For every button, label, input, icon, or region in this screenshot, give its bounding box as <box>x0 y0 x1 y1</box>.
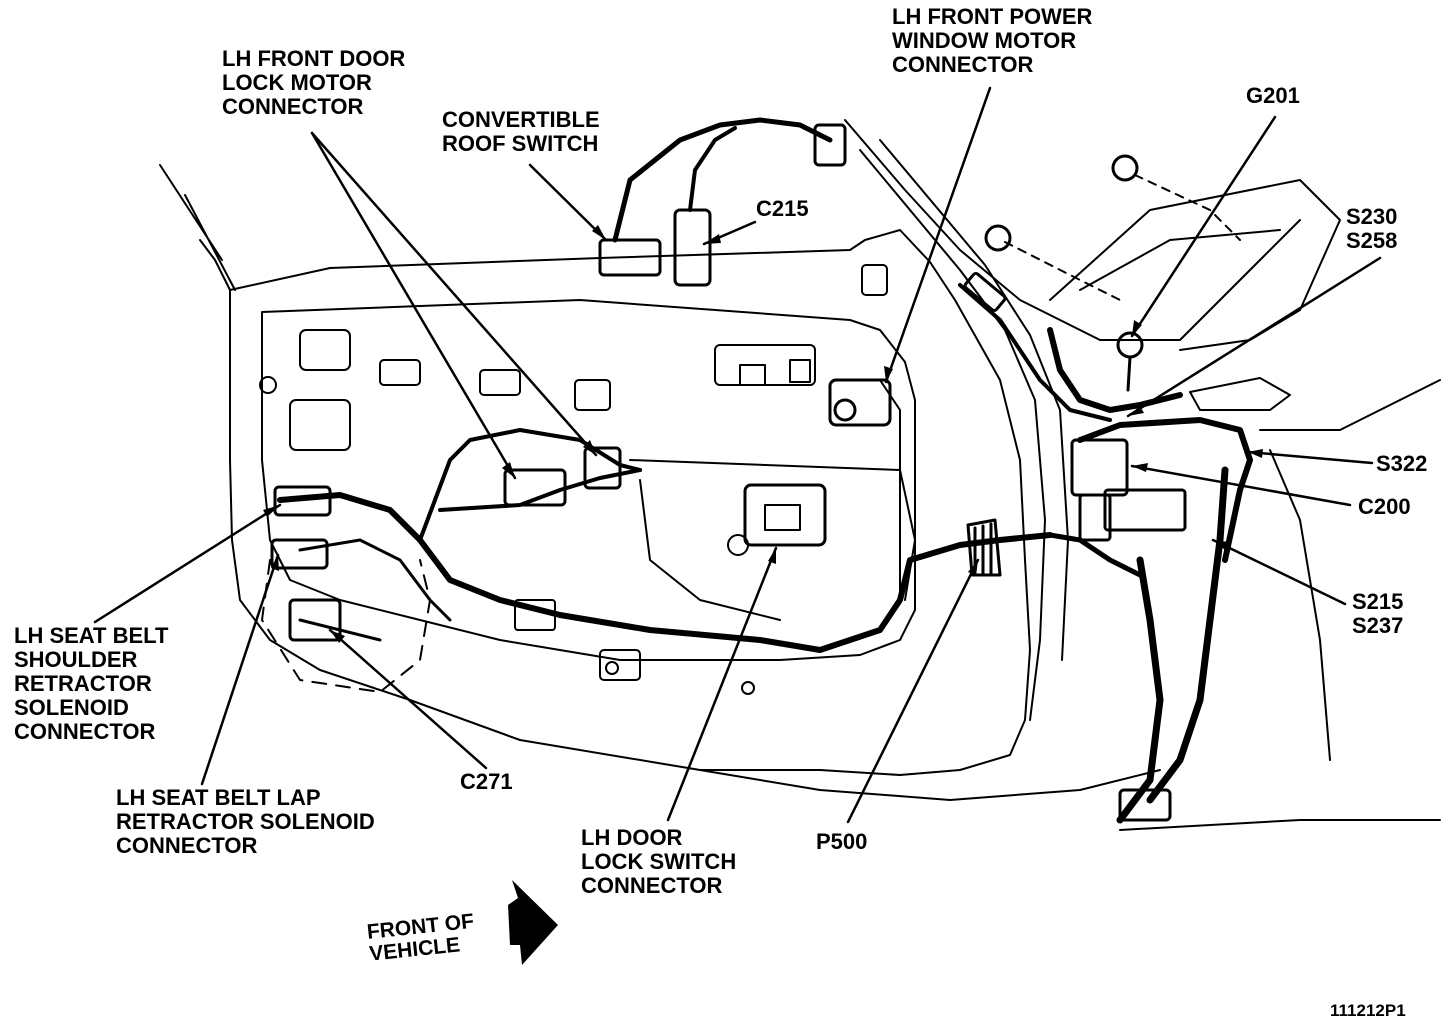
window-channel <box>159 164 236 291</box>
arrowhead <box>271 555 279 571</box>
s322-harness <box>1077 417 1253 563</box>
bolt-dashed-1 <box>1134 174 1241 241</box>
lower-sill <box>699 769 1441 831</box>
pillar-lines-2 <box>879 139 1069 661</box>
leader-shoulder <box>93 503 282 624</box>
arrowhead <box>1128 406 1144 416</box>
leader-c200 <box>1130 464 1352 507</box>
pillar-lines <box>859 149 1046 721</box>
s215-harness <box>1146 466 1229 804</box>
arrowhead <box>1213 540 1229 550</box>
leader-lock-motor-b <box>310 131 598 457</box>
label-s322: S322 <box>1376 451 1428 476</box>
leader-s230 <box>1126 256 1382 418</box>
label-power-window-motor-connector: LH FRONT POWER WINDOW MOTOR CONNECTOR <box>892 4 1093 77</box>
arrowhead <box>583 440 596 455</box>
arrowhead <box>884 366 893 382</box>
arrowhead <box>592 225 606 240</box>
leader-s215 <box>1211 538 1347 606</box>
arrowhead <box>263 505 280 517</box>
label-g201: G201 <box>1246 83 1300 108</box>
bolt-dashed-2 <box>1004 241 1121 301</box>
label-lap-retractor: LH SEAT BELT LAP RETRACTOR SOLENOID CONN… <box>116 785 375 858</box>
g201-bolt <box>1116 331 1144 359</box>
arrowhead <box>1132 320 1142 336</box>
door-frame <box>229 229 1031 776</box>
leader-c271 <box>328 628 488 770</box>
leader-g201 <box>1130 115 1277 338</box>
leader-p500 <box>846 558 980 824</box>
label-c271: C271 <box>460 769 513 794</box>
door-inner-panel <box>261 299 916 661</box>
arrowhead <box>704 234 721 244</box>
vent-outline <box>1189 377 1291 411</box>
arrowhead <box>1248 449 1263 458</box>
lock-motor-plug-a <box>503 468 567 507</box>
roof-switch-body <box>598 238 662 277</box>
label-c200: C200 <box>1358 494 1411 519</box>
dashed-trim <box>261 559 431 693</box>
figure-id: 111212P1 <box>1330 1001 1406 1020</box>
leader-lap <box>200 553 280 786</box>
leader-roof-switch <box>528 163 608 242</box>
label-convertible-roof-switch: CONVERTIBLE ROOF SWITCH <box>442 107 600 156</box>
front-of-vehicle-arrow <box>508 880 558 965</box>
shoulder-retractor-plug <box>273 485 332 517</box>
main-harness <box>277 492 1053 653</box>
c200-block <box>1070 438 1129 497</box>
arrowhead <box>330 630 345 643</box>
arrowhead <box>968 560 978 576</box>
window-motor-plug <box>828 378 892 427</box>
leader-lock-motor-a <box>310 131 517 480</box>
kick-panel <box>1259 379 1441 761</box>
label-door-lock-switch: LH DOOR LOCK SWITCH CONNECTOR <box>581 825 737 898</box>
label-shoulder-retractor: LH SEAT BELT SHOULDER RETRACTOR SOLENOID… <box>14 623 169 744</box>
roof-harness <box>612 117 833 243</box>
c271-plug <box>288 598 342 642</box>
arrowhead <box>768 548 776 564</box>
arrowhead <box>1132 463 1148 472</box>
roof-rail <box>844 119 1301 341</box>
lock-motor-plug-b <box>583 446 622 490</box>
lap-retractor-plug <box>270 538 329 570</box>
lock-switch-plug <box>743 483 827 547</box>
label-p500: P500 <box>816 829 868 854</box>
label-s215-s237: S215 S237 <box>1352 589 1404 638</box>
leader-lock-switch <box>666 546 778 822</box>
p500-grommet <box>966 518 1002 577</box>
arrowhead <box>502 462 515 478</box>
label-c215: C215 <box>756 196 809 221</box>
label-s230-s258: S230 S258 <box>1346 204 1398 253</box>
label-lock-motor-connector: LH FRONT DOOR LOCK MOTOR CONNECTOR <box>222 46 406 119</box>
leader-s322 <box>1246 450 1374 465</box>
c215-body <box>673 208 712 287</box>
leader-window-motor <box>884 86 992 384</box>
s230-harness <box>1047 327 1183 413</box>
